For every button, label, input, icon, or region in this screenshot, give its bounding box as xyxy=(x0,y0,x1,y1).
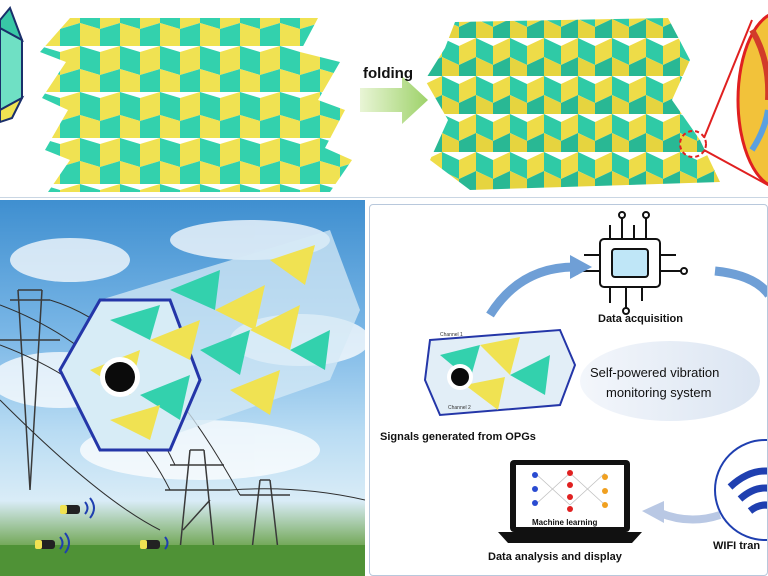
folding-panel: folding xyxy=(0,0,768,198)
flat-origami-sheet xyxy=(40,18,352,192)
folding-illustration: folding xyxy=(0,6,768,192)
folding-label: folding xyxy=(363,65,413,82)
machine-learning-label: Machine learning xyxy=(530,518,600,527)
wifi-icon xyxy=(714,439,767,541)
flow-arrows xyxy=(486,255,767,524)
channel-bottom-label: Channel 2 xyxy=(448,405,471,411)
laptop-icon xyxy=(498,460,642,543)
data-acquisition-label: Data acquisition xyxy=(598,313,683,325)
zoom-callout xyxy=(703,13,768,187)
opg-device-small xyxy=(423,328,577,417)
signals-label: Signals generated from OPGs xyxy=(380,431,536,443)
power-line-illustration xyxy=(0,220,365,576)
pylons xyxy=(0,289,290,551)
folding-arrow xyxy=(360,76,428,124)
unit-cell-cube xyxy=(0,6,25,124)
opg-device xyxy=(58,230,360,452)
chip-icon xyxy=(572,211,688,315)
center-ellipse xyxy=(580,341,760,421)
wifi-label: WIFI tran xyxy=(713,540,761,552)
center-title-line1: Self-powered vibration xyxy=(590,365,720,380)
center-title-line2: monitoring system xyxy=(606,385,712,400)
data-analysis-label: Data analysis and display xyxy=(488,551,622,563)
power-line-scene xyxy=(0,200,365,576)
monitoring-flow-diagram xyxy=(423,211,767,543)
monitoring-system-panel: Data acquisition Self-powered vibration … xyxy=(369,204,768,576)
channel-top-label: Channel 1 xyxy=(440,332,463,338)
folded-origami-sheet xyxy=(425,18,720,190)
wireless-sensors xyxy=(35,497,169,554)
